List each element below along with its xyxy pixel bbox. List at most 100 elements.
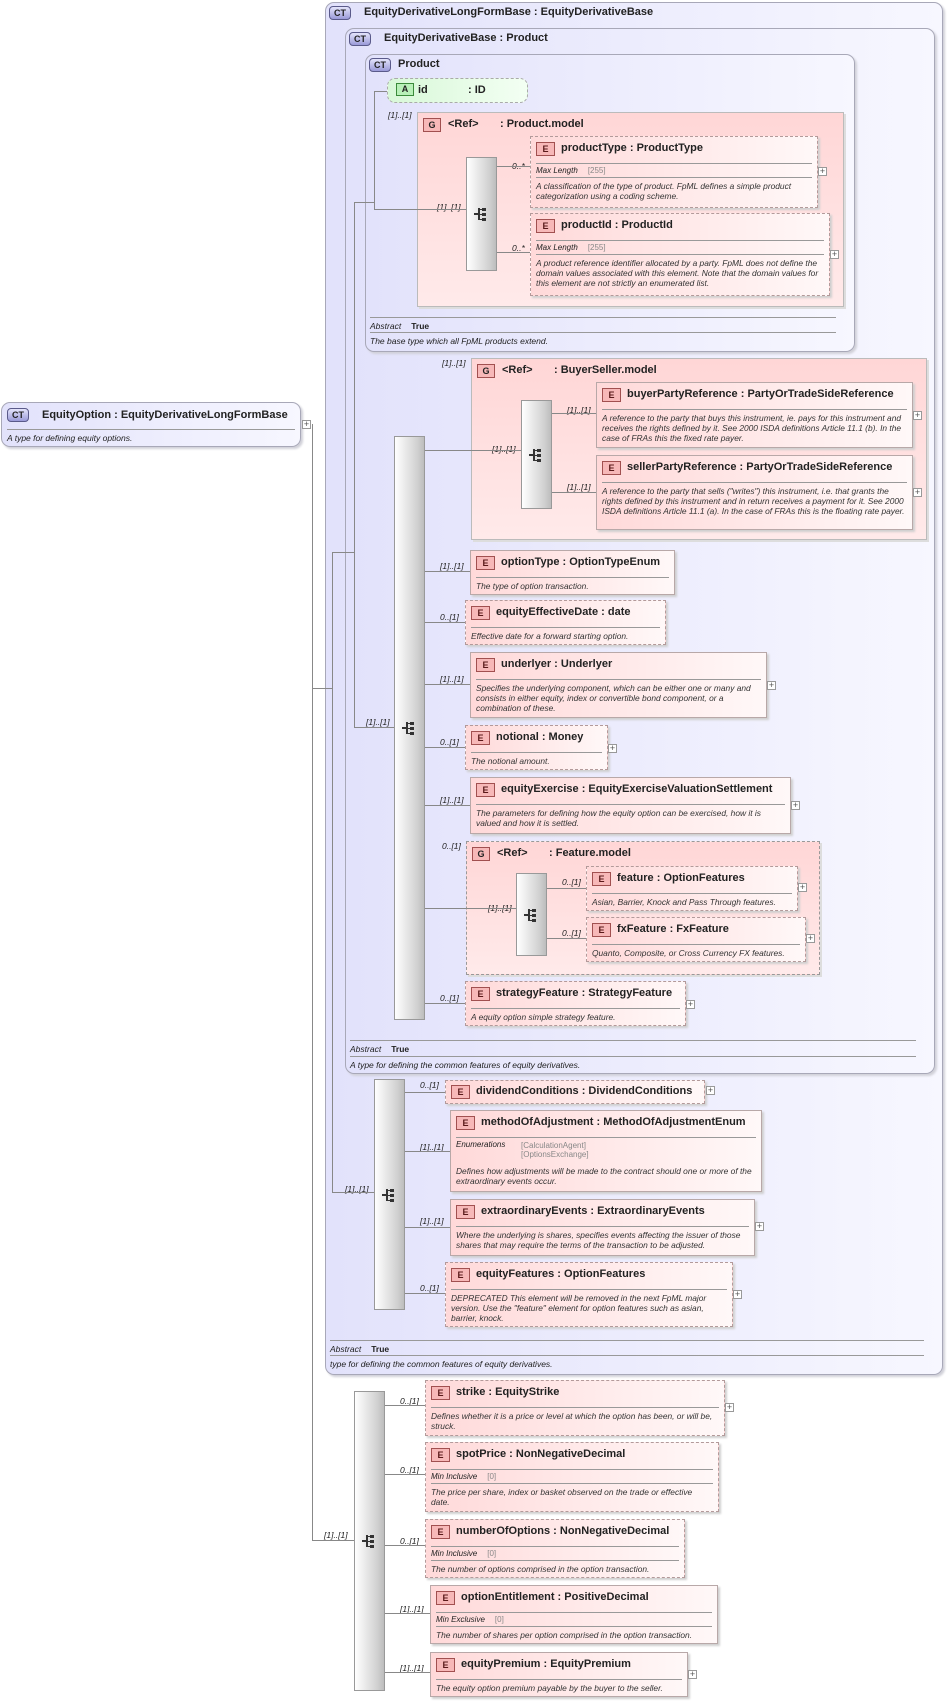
expand-icon[interactable]: + (818, 166, 827, 176)
base1-desc: type for defining the common features of… (330, 1355, 924, 1369)
group-ref: <Ref> (502, 364, 533, 376)
element-equityEffectiveDate[interactable]: E equityEffectiveDate : date Effective d… (465, 600, 666, 645)
element-productType[interactable]: E productType : ProductType Max Length[2… (530, 136, 818, 208)
expand-icon[interactable]: + (791, 800, 800, 810)
expand-icon[interactable]: + (725, 1402, 734, 1412)
facet: Enumerations (456, 1137, 756, 1149)
sequence-compositor[interactable] (516, 873, 547, 956)
cardinality: [1]..[1] (388, 110, 412, 120)
cardinality: [1]..[1] (437, 202, 461, 212)
element-sellerPartyReference[interactable]: E sellerPartyReference : PartyOrTradeSid… (596, 455, 913, 530)
expand-icon[interactable]: + (767, 680, 776, 690)
element-desc: Quanto, Composite, or Cross Currency FX … (592, 944, 800, 958)
attribute-type: : ID (468, 84, 486, 96)
element-equityPremium[interactable]: E equityPremium : EquityPremium The equi… (430, 1652, 688, 1697)
attribute-id[interactable]: A id : ID (387, 78, 528, 103)
element-productId[interactable]: E productId : ProductId Max Length[255] … (530, 213, 830, 296)
element-strike[interactable]: E strike : EquityStrike Defines whether … (425, 1380, 725, 1436)
element-desc: A classification of the type of product.… (536, 177, 812, 201)
expand-icon[interactable]: + (755, 1221, 764, 1231)
cardinality: [1]..[1] (440, 795, 464, 805)
expand-icon[interactable]: + (798, 882, 807, 892)
expand-icon[interactable]: + (706, 1085, 715, 1095)
element-name: optionType : OptionTypeEnum (501, 556, 661, 568)
expand-icon[interactable]: + (913, 410, 922, 420)
base1-title: EquityDerivativeLongFormBase : EquityDer… (364, 6, 654, 18)
element-badge: E (456, 1205, 475, 1219)
complex-type-badge: CT (349, 32, 371, 46)
element-methodOfAdjustment[interactable]: E methodOfAdjustment : MethodOfAdjustmen… (450, 1110, 762, 1192)
cardinality: 0..[1] (420, 1283, 439, 1293)
cardinality: [1]..[1] (492, 444, 516, 454)
element-desc: A reference to the party that buys this … (602, 409, 907, 443)
element-name: sellerPartyReference : PartyOrTradeSideR… (627, 461, 893, 473)
connector-line (374, 209, 466, 210)
connector-line (405, 1227, 450, 1228)
connector-line (425, 1003, 465, 1004)
expand-icon[interactable]: + (733, 1289, 742, 1299)
element-badge: E (451, 1268, 470, 1282)
sequence-compositor[interactable] (466, 157, 497, 271)
element-badge: E (471, 987, 490, 1001)
connector-line (425, 908, 516, 909)
connector-line (405, 1092, 445, 1093)
sequence-compositor[interactable] (521, 400, 552, 509)
element-name: fxFeature : FxFeature (617, 923, 729, 935)
element-name: underlyer : Underlyer (501, 658, 613, 670)
expand-icon[interactable]: + (608, 743, 617, 753)
element-badge: E (602, 388, 621, 402)
element-extraordinaryEvents[interactable]: E extraordinaryEvents : ExtraordinaryEve… (450, 1199, 755, 1256)
element-desc: The parameters for defining how the equi… (476, 804, 785, 828)
complex-type-badge: CT (369, 58, 391, 72)
root-type-title: EquityOption : EquityDerivativeLongFormB… (42, 409, 288, 421)
cardinality: 0..* (512, 243, 525, 253)
sequence-compositor[interactable] (354, 1391, 385, 1691)
expand-icon[interactable]: + (913, 487, 922, 497)
element-badge: E (476, 556, 495, 570)
expand-icon[interactable]: + (686, 999, 695, 1009)
connector-line (497, 166, 530, 167)
element-equityFeatures[interactable]: E equityFeatures : OptionFeatures DEPREC… (445, 1262, 733, 1327)
expand-icon[interactable]: + (688, 1669, 697, 1679)
element-dividendConditions[interactable]: E dividendConditions : DividendCondition… (445, 1080, 705, 1104)
element-desc: A reference to the party that sells ("wr… (602, 482, 907, 516)
sequence-compositor[interactable] (394, 436, 425, 1020)
element-strategyFeature[interactable]: E strategyFeature : StrategyFeature A eq… (465, 981, 686, 1026)
expand-icon[interactable]: + (830, 249, 839, 259)
cardinality: 0..[1] (440, 993, 459, 1003)
element-numberOfOptions[interactable]: E numberOfOptions : NonNegativeDecimal M… (425, 1519, 685, 1578)
element-underlyer[interactable]: E underlyer : Underlyer Specifies the un… (470, 652, 767, 718)
element-spotPrice[interactable]: E spotPrice : NonNegativeDecimal Min Inc… (425, 1442, 719, 1512)
facet: Max Length[255] (536, 163, 812, 175)
cardinality: 0..[1] (442, 841, 461, 851)
element-optionType[interactable]: E optionType : OptionTypeEnum The type o… (470, 550, 675, 595)
connector-line (354, 727, 394, 728)
element-feature[interactable]: E feature : OptionFeatures Asian, Barrie… (586, 866, 798, 911)
connector-line (425, 622, 465, 623)
element-name: equityEffectiveDate : date (496, 606, 631, 618)
element-desc: Effective date for a forward starting op… (471, 627, 660, 641)
element-optionEntitlement[interactable]: E optionEntitlement : PositiveDecimal Mi… (430, 1585, 718, 1644)
element-buyerPartyReference[interactable]: E buyerPartyReference : PartyOrTradeSide… (596, 382, 913, 448)
facet: Min Exclusive[0] (436, 1612, 712, 1624)
element-badge: E (602, 461, 621, 475)
cardinality: [1]..[1] (567, 405, 591, 415)
element-desc: Defines whether it is a price or level a… (431, 1407, 719, 1431)
connector-line (425, 684, 470, 685)
expand-icon[interactable]: + (806, 933, 815, 943)
element-name: notional : Money (496, 731, 584, 743)
element-desc: A equity option simple strategy feature. (471, 1008, 680, 1022)
root-type-box[interactable]: CT EquityOption : EquityDerivativeLongFo… (1, 402, 301, 447)
element-equityExercise[interactable]: E equityExercise : EquityExerciseValuati… (470, 777, 791, 834)
element-notional[interactable]: E notional : Money The notional amount. (465, 725, 608, 770)
expand-icon[interactable]: + (302, 419, 311, 429)
connector-line (425, 747, 465, 748)
element-fxFeature[interactable]: E fxFeature : FxFeature Quanto, Composit… (586, 917, 806, 962)
facet: Min Inclusive[0] (431, 1546, 679, 1558)
sequence-compositor[interactable] (374, 1079, 405, 1310)
element-desc: The number of options comprised in the o… (431, 1560, 679, 1574)
element-desc: DEPRECATED This element will be removed … (451, 1289, 727, 1323)
element-name: strategyFeature : StrategyFeature (496, 987, 673, 999)
facet-value: [CalculationAgent] (521, 1141, 586, 1150)
connector-line (552, 492, 596, 493)
